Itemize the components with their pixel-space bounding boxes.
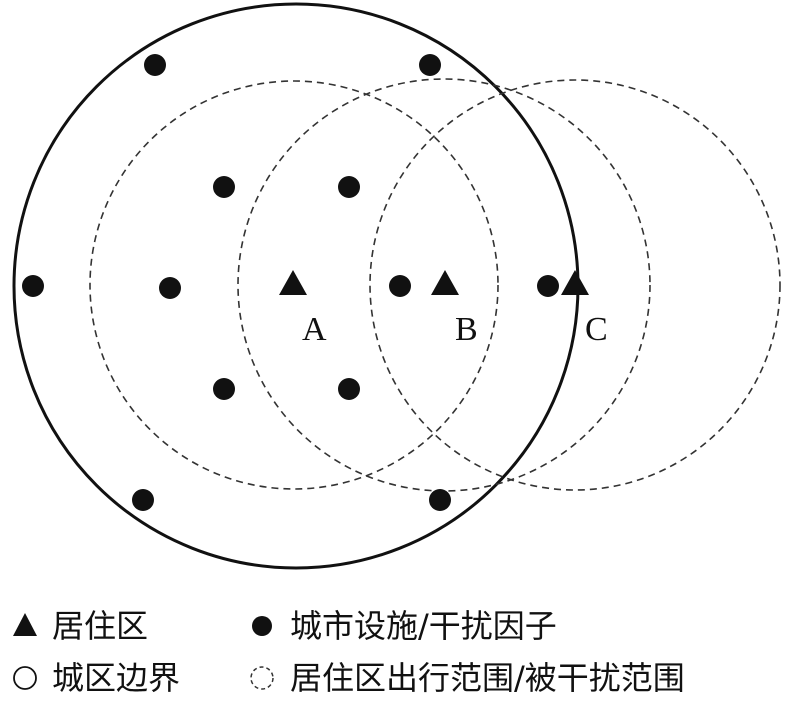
legend: 居住区 城市设施/干扰因子 城区边界 居住区出行范围/被干扰范围 (13, 607, 685, 697)
facility-dot (419, 54, 441, 76)
facility-dot (144, 54, 166, 76)
legend-settlement-label: 居住区 (52, 607, 148, 645)
facility-dot (338, 176, 360, 198)
settlement-label-b: B (455, 311, 478, 348)
legend-range-label: 居住区出行范围/被干扰范围 (290, 659, 685, 697)
facility-dot (338, 378, 360, 400)
range-circle-a (89, 80, 499, 490)
settlement-triangle-a (279, 270, 307, 295)
facility-dot (429, 489, 451, 511)
range-circle-c (369, 79, 781, 491)
legend-facility-label: 城市设施/干扰因子 (290, 607, 557, 645)
facility-dot (213, 378, 235, 400)
facility-dot (213, 176, 235, 198)
settlement-triangles (279, 270, 589, 295)
legend-triangle-icon (13, 613, 37, 636)
facility-dots (22, 54, 559, 511)
legend-boundary-label: 城区边界 (52, 659, 180, 697)
facility-dot (22, 275, 44, 297)
legend-dot-icon (252, 616, 272, 636)
settlement-triangle-c (561, 270, 589, 295)
settlement-label-c: C (585, 311, 608, 348)
settlement-label-a: A (302, 311, 327, 348)
legend-range-icon (250, 666, 274, 690)
facility-dot (537, 275, 559, 297)
facility-dot (132, 489, 154, 511)
legend-boundary-icon (13, 666, 37, 690)
facility-dot (159, 277, 181, 299)
range-circle-b (237, 78, 651, 492)
facility-dot (389, 275, 411, 297)
settlement-triangle-b (431, 270, 459, 295)
